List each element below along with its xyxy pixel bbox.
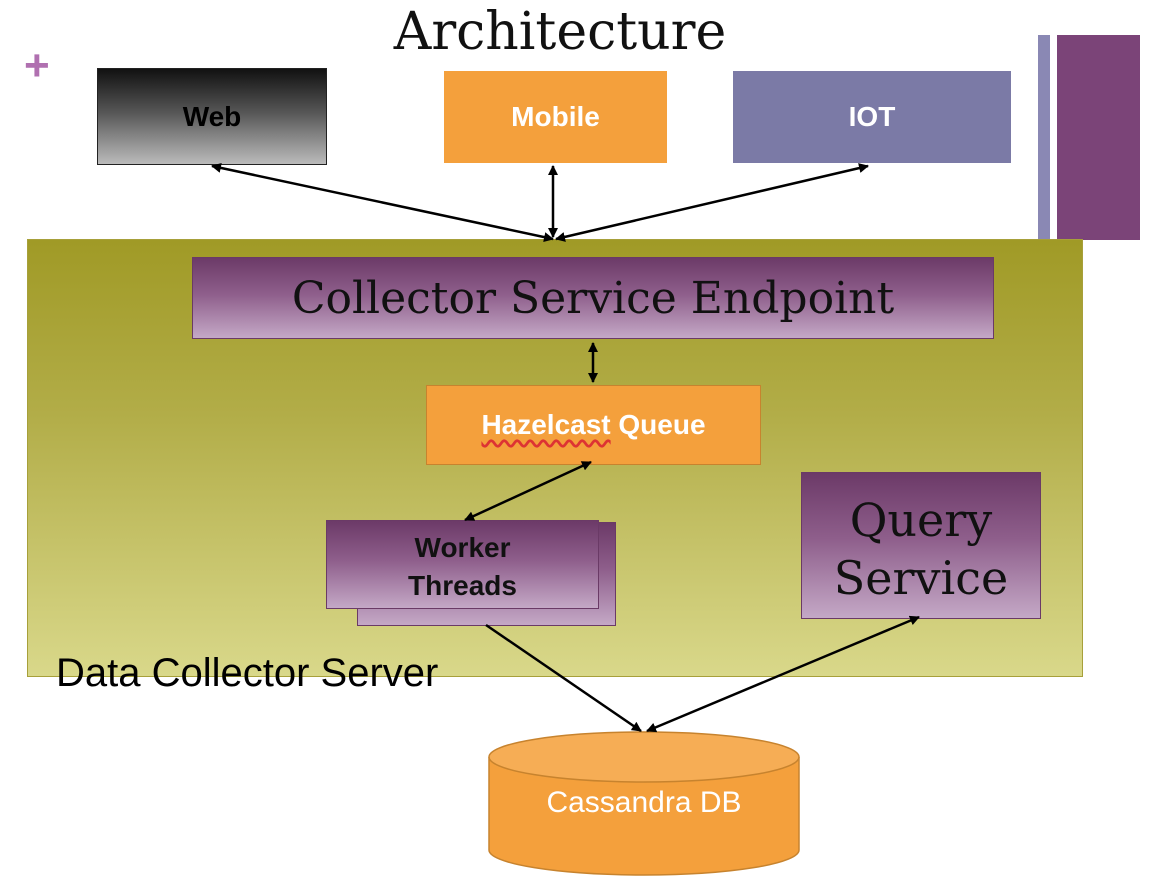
hazelcast-queue-label: Hazelcast Queue [427,386,760,464]
query-service-line1: Query [849,493,993,547]
mobile-client-label: Mobile [511,101,600,132]
query-service-label: Query Service [802,491,1040,607]
iot-client-box: IOT [733,71,1011,163]
web-client-label: Web [182,100,242,132]
page-title: Architecture [393,2,727,62]
hazelcast-word: Hazelcast [481,409,611,440]
worker-threads-box: Worker Threads [326,520,599,609]
hazelcast-queue-box: Hazelcast Queue [426,385,761,465]
arrow-iot-endpoint [555,163,869,242]
arrow-cassandra-query [646,615,920,733]
decorative-band-thin [1038,35,1050,240]
plus-icon: + [24,41,50,90]
arrow-web-endpoint [211,162,554,243]
collector-service-endpoint-label: Collector Service Endpoint [291,272,895,324]
decorative-band-wide [1057,35,1140,240]
query-service-box: Query Service [801,472,1041,619]
worker-threads-label: Worker Threads [327,529,598,605]
queue-word: Queue [610,409,706,440]
cassandra-db-label: Cassandra DB [546,786,742,819]
iot-client-label: IOT [848,101,896,132]
arrow-worker-cassandra [485,623,642,733]
collector-service-endpoint-box: Collector Service Endpoint [192,257,994,339]
query-service-line2: Service [833,551,1009,605]
worker-threads-line2: Threads [408,570,517,601]
arrow-queue-worker [464,460,592,522]
data-collector-server-label: Data Collector Server [56,651,439,695]
cassandra-db-cylinder [488,731,800,876]
mobile-client-box: Mobile [444,71,667,163]
web-client-box: Web [97,68,327,165]
worker-threads-line1: Worker [414,532,511,563]
